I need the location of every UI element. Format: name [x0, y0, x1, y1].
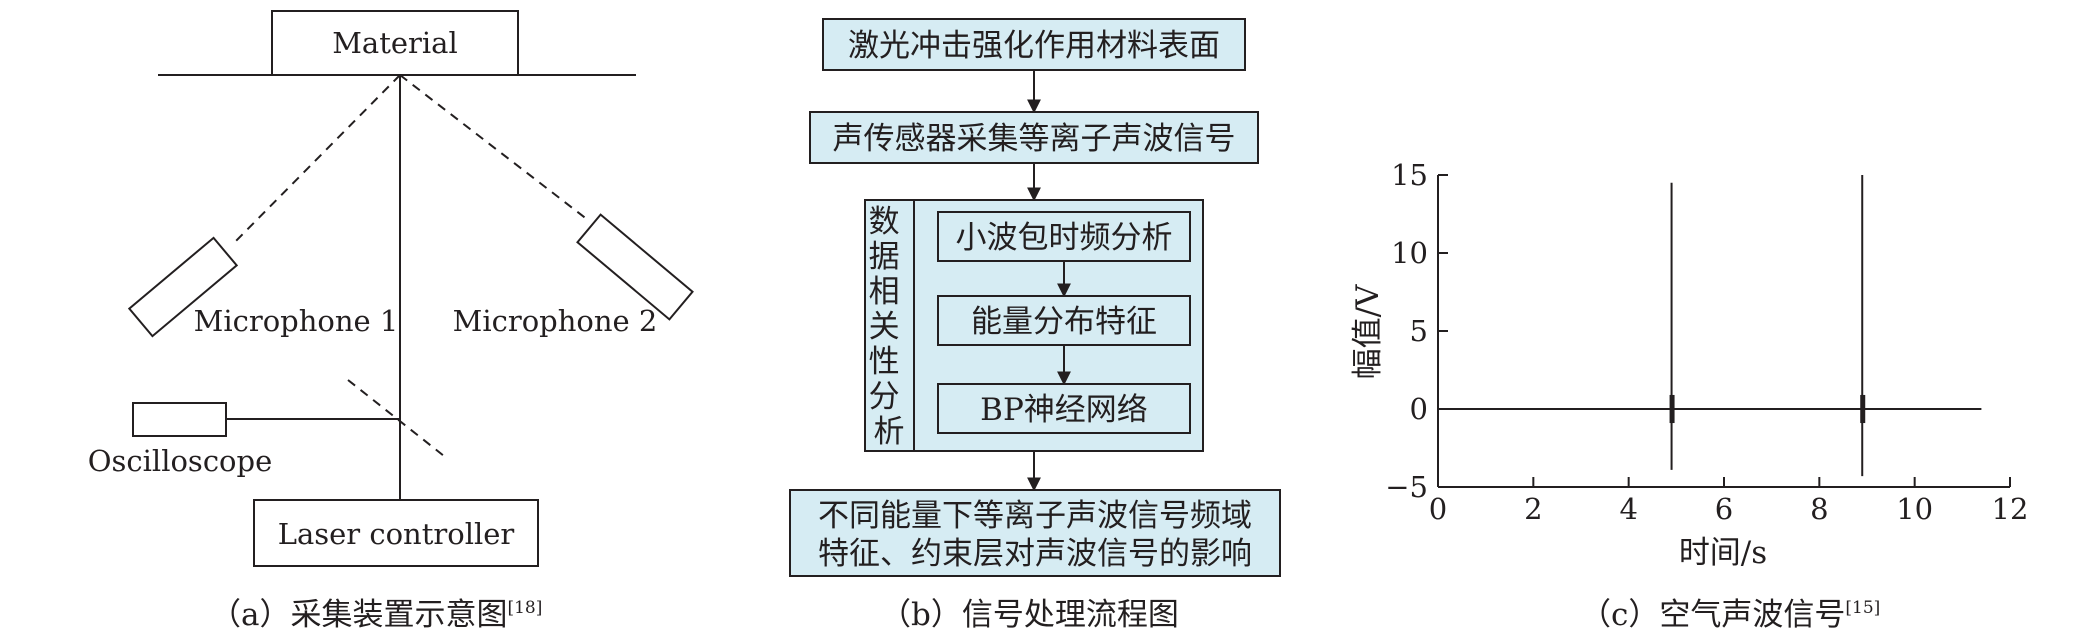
x-tick-label: 10 — [1896, 492, 1933, 526]
sub-step-bp-network — [937, 383, 1191, 434]
panel-a-setup-diagram: Material Microphone 1 Microphone 2 Oscil… — [88, 10, 694, 633]
microphone1-body — [127, 236, 239, 338]
x-tick-label: 2 — [1524, 492, 1542, 526]
spike-ringing — [1860, 394, 1866, 424]
x-axis-label: 时间/s — [1679, 535, 1767, 571]
x-tick-label: 0 — [1429, 492, 1447, 526]
sub-step-wavelet-text: 小波包时频分析 — [956, 220, 1173, 256]
microphone2-body — [576, 213, 694, 321]
x-tick-label: 6 — [1715, 492, 1733, 526]
material-label: Material — [332, 26, 458, 60]
sub-step-energy-text: 能量分布特征 — [971, 304, 1157, 340]
flow-step-laser-shock-text: 激光冲击强化作用材料表面 — [848, 28, 1220, 64]
oscilloscope-box — [132, 402, 227, 437]
panel-b-caption: （b）信号处理流程图 — [880, 597, 1179, 633]
material-box — [271, 10, 519, 76]
side-label-text: 数 据 相 关 性 分 析 — [869, 204, 910, 450]
x-tick-label: 8 — [1810, 492, 1828, 526]
microphone1-path — [231, 74, 401, 246]
sub-step-energy — [937, 295, 1191, 346]
flow-step-laser-shock — [822, 18, 1246, 71]
panel-c-caption: （c）空气声波信号[15] — [1580, 597, 1880, 633]
y-tick-label: 10 — [1391, 236, 1428, 270]
y-tick-label: 15 — [1391, 158, 1428, 192]
sub-step-bp-network-text: BP神经网络 — [980, 392, 1148, 428]
flow-step-result-line1: 不同能量下等离子声波信号频域 — [818, 498, 1252, 534]
laser-controller-label: Laser controller — [278, 517, 515, 551]
beam-splitter — [347, 379, 445, 457]
spike-ringing — [1669, 394, 1675, 424]
laser-controller-box — [253, 499, 539, 567]
x-tick-label: 12 — [1992, 492, 2029, 526]
y-axis-label: 幅值/V — [1350, 284, 1386, 379]
y-tick-label: −5 — [1385, 470, 1428, 504]
oscilloscope-label: Oscilloscope — [88, 444, 273, 478]
microphone2-label: Microphone 2 — [453, 304, 658, 338]
panel-a-caption: （a）采集装置示意图[18] — [210, 597, 542, 633]
sub-step-wavelet — [937, 211, 1191, 262]
microphone1-label: Microphone 1 — [194, 304, 399, 338]
panel-b-flowchart: 激光冲击强化作用材料表面 声传感器采集等离子声波信号 数 据 相 关 性 分 析… — [789, 18, 1281, 633]
microphone2-path — [399, 74, 589, 221]
flow-step-result-line2: 特征、约束层对声波信号的影响 — [818, 536, 1252, 572]
x-tick-label: 4 — [1619, 492, 1637, 526]
y-tick-label: 5 — [1410, 314, 1428, 348]
y-tick-label: 0 — [1410, 392, 1428, 426]
signal-trace — [1438, 175, 1982, 477]
flow-step-acquire — [809, 111, 1259, 164]
flow-step-acquire-text: 声传感器采集等离子声波信号 — [833, 121, 1236, 157]
flow-step-result — [789, 489, 1281, 577]
